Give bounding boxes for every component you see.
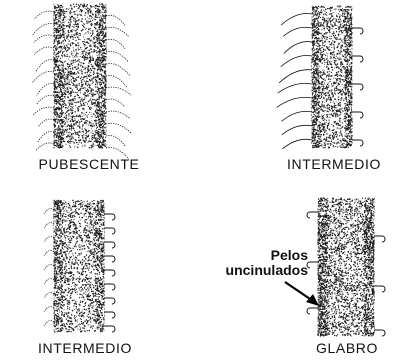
caption-intermedio-bottom: INTERMEDIO [20, 340, 150, 356]
annotation-line-1: Pelos [196, 248, 308, 263]
annotation-line-2: uncinulados [196, 263, 308, 278]
stem-4-stipple [317, 197, 374, 336]
hooked-hair [374, 330, 385, 336]
hooked-hair [307, 308, 318, 314]
caption-glabro: GLABRO [302, 340, 392, 356]
hooked-hair [307, 212, 318, 218]
panel-glabro [0, 0, 401, 340]
stem-glabro [0, 0, 401, 340]
hooked-hair [307, 262, 318, 268]
hooked-hair [374, 286, 385, 292]
hooked-hair [374, 236, 385, 242]
annotation-label: Pelos uncinulados [196, 248, 308, 278]
